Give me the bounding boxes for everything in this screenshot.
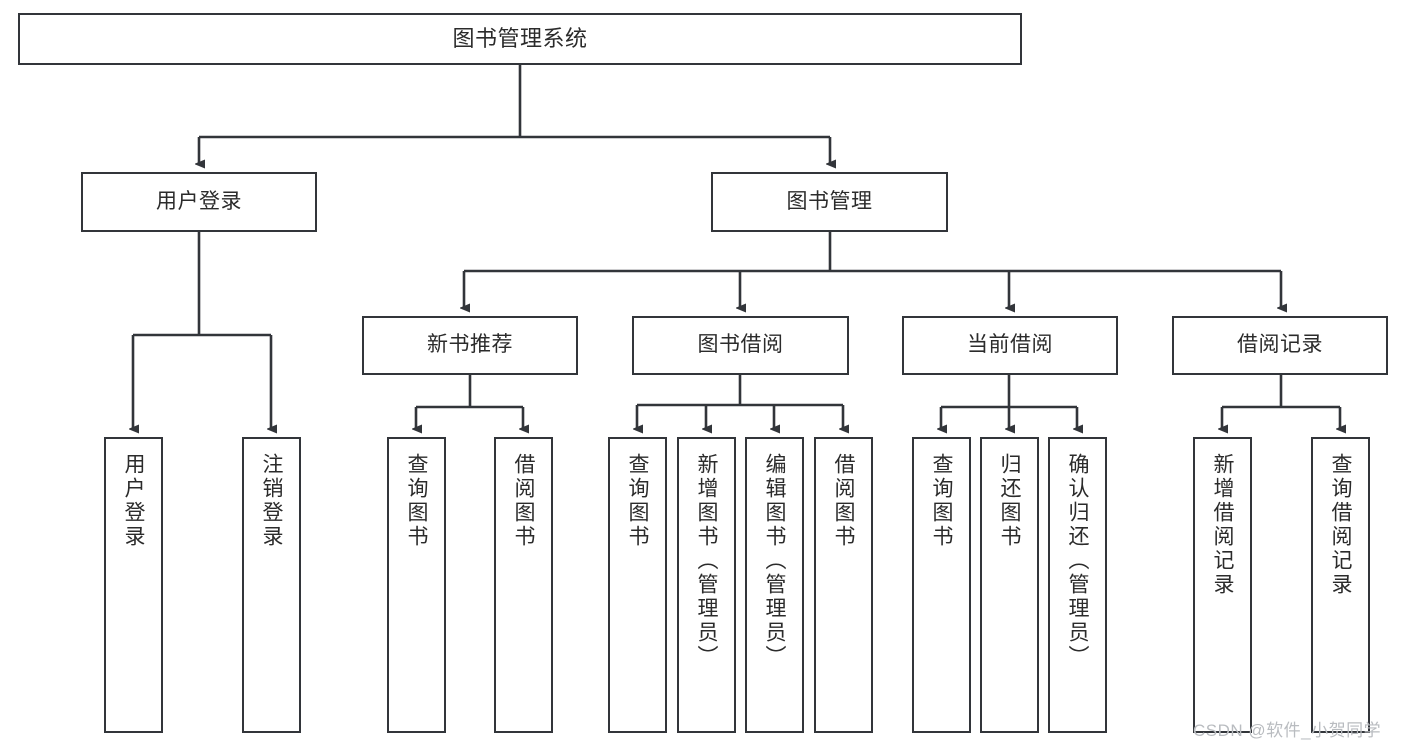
node-label: 查询图书 [405,453,428,549]
node-label: 新增图书（管理员） [695,453,718,669]
node-label: 用户登录 [156,189,242,213]
node-label: 图书管理 [786,189,873,213]
node-label: 用户登录 [122,453,145,549]
node-label: 确认归还（管理员） [1066,453,1089,669]
node-label: 借阅图书 [512,453,535,549]
leaf-query-book-recommend[interactable]: 查询图书 [387,437,446,733]
leaf-logout-login[interactable]: 注销登录 [242,437,301,733]
node-label: 图书借阅 [697,333,784,357]
leaf-confirm-return-admin[interactable]: 确认归还（管理员） [1048,437,1107,733]
node-borrow-record[interactable]: 借阅记录 [1172,316,1388,375]
node-label: 当前借阅 [967,333,1053,357]
leaf-query-borrow-record[interactable]: 查询借阅记录 [1311,437,1370,733]
node-label: 编辑图书（管理员） [763,453,786,669]
node-root-book-management-system[interactable]: 图书管理系统 [18,13,1022,65]
leaf-borrow-book-borrow[interactable]: 借阅图书 [814,437,873,733]
node-label: 借阅记录 [1237,333,1323,357]
leaf-query-book-borrow[interactable]: 查询图书 [608,437,667,733]
leaf-add-book-admin[interactable]: 新增图书（管理员） [677,437,736,733]
leaf-user-login[interactable]: 用户登录 [104,437,163,733]
node-user-login[interactable]: 用户登录 [81,172,317,232]
node-book-management[interactable]: 图书管理 [711,172,948,232]
node-label: 注销登录 [260,453,283,549]
node-label: 查询借阅记录 [1329,453,1352,597]
leaf-add-borrow-record[interactable]: 新增借阅记录 [1193,437,1252,733]
leaf-query-book-current[interactable]: 查询图书 [912,437,971,733]
node-label: 归还图书 [998,453,1021,549]
node-label: 借阅图书 [832,453,855,549]
leaf-edit-book-admin[interactable]: 编辑图书（管理员） [745,437,804,733]
node-label: 新书推荐 [427,333,513,357]
node-label: 查询图书 [930,453,953,549]
node-label: 新增借阅记录 [1211,453,1234,597]
csdn-watermark: CSDN @软件_小贺同学 [1193,721,1382,740]
node-book-borrow[interactable]: 图书借阅 [632,316,849,375]
node-label: 图书管理系统 [452,26,588,52]
leaf-return-book[interactable]: 归还图书 [980,437,1039,733]
node-new-book-recommend[interactable]: 新书推荐 [362,316,578,375]
leaf-borrow-book-recommend[interactable]: 借阅图书 [494,437,553,733]
node-current-borrow[interactable]: 当前借阅 [902,316,1118,375]
node-label: 查询图书 [626,453,649,549]
